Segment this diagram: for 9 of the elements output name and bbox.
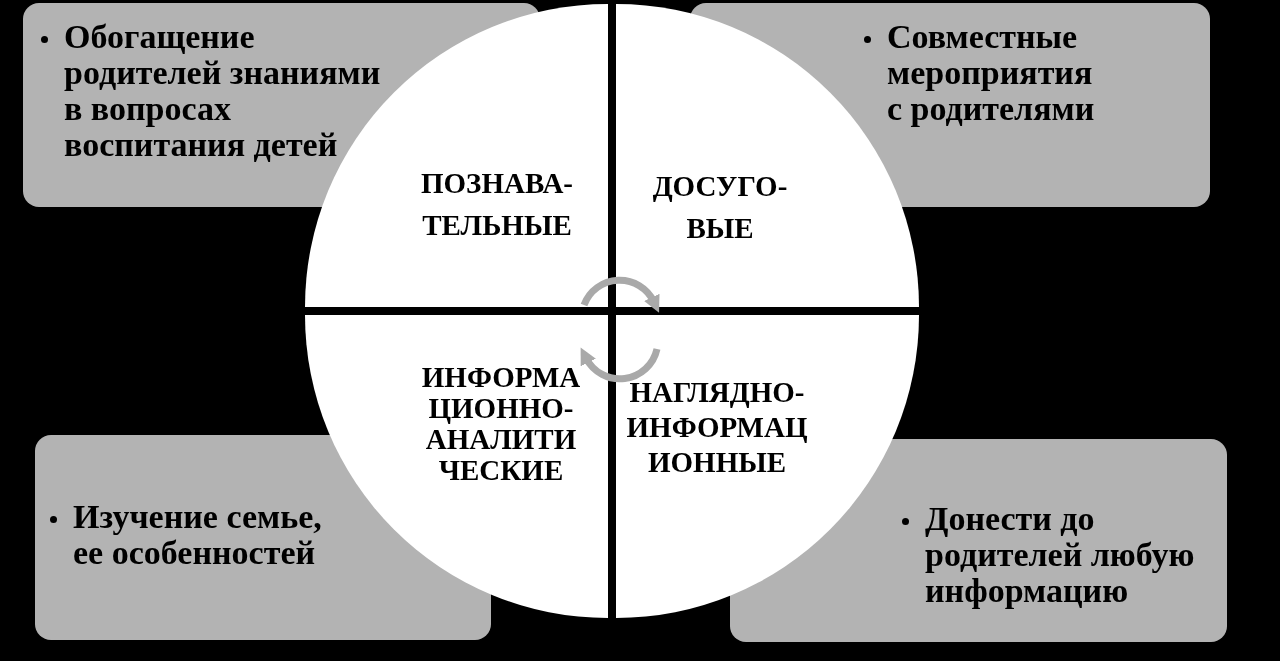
panel-text: Обогащение родителей знаниями в вопросах воспитания детей bbox=[64, 19, 382, 163]
quadrant-label: ПОЗНАВА- ТЕЛЬНЫЕ bbox=[421, 166, 573, 243]
circle-quadrant bbox=[616, 315, 919, 618]
quadrant-label: НАГЛЯДНО- ИНФОРМАЦ ИОННЫЕ bbox=[626, 374, 808, 480]
panel-text: Донести до родителей любую информацию bbox=[925, 501, 1196, 609]
quadrant-label: ДОСУГО- ВЫЕ bbox=[652, 169, 788, 246]
panel-text: Изучение семье, ее особенностей bbox=[73, 499, 323, 571]
quadrant-label: ИНФОРМА ЦИОННО- АНАЛИТИ ЧЕСКИЕ bbox=[421, 362, 581, 486]
panel-text: Совместные мероприятия с родителями bbox=[887, 19, 1096, 127]
